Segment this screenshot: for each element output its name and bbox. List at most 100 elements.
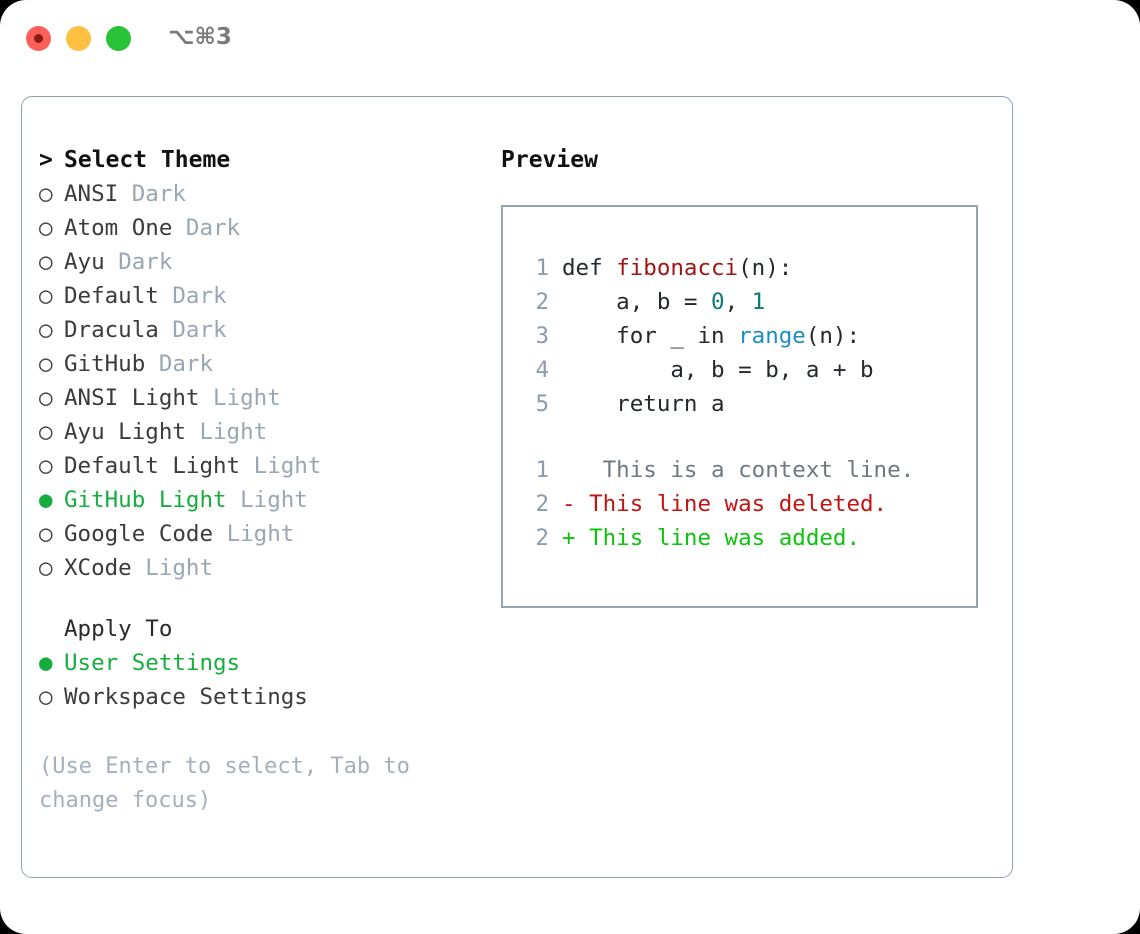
radio-unselected-icon: ○ [39,215,53,241]
code-token: fibonacci [616,255,739,281]
apply-to-option-list[interactable]: ● User Settings ○ Workspace Settings [39,650,509,718]
theme-option-label: GitHub Light [64,487,241,513]
diff-line-add: 2 + This line was added. [503,525,976,559]
code-line: 2 a, b = 0, 1 [503,289,976,323]
theme-option-ansi[interactable]: ○ ANSI Dark [39,181,509,215]
theme-option-kind: Light [253,453,322,479]
diff-line-del: 2 - This line was deleted. [503,491,976,525]
diff-line-text: This is a context line. [562,457,915,483]
title-bar: ⌥⌘3 [0,0,1140,78]
theme-option-kind: Light [226,521,295,547]
code-token: range [738,323,806,349]
theme-option-xcode[interactable]: ○ XCode Light [39,555,509,589]
radio-unselected-icon: ○ [39,283,53,309]
code-line-number: 2 [535,289,549,315]
theme-option-kind: Light [240,487,308,513]
theme-option-kind: Dark [131,181,186,207]
close-window-button[interactable] [26,26,51,51]
apply-to-title: Apply To [64,616,173,642]
code-token: , [724,289,752,315]
code-token: 0 [711,289,725,315]
theme-option-github[interactable]: ○GitHub Dark [39,351,509,385]
apply-to-option-label: Workspace Settings [64,684,308,710]
theme-option-label: Default Light [64,453,254,479]
code-token: a, b = b, a + b [562,357,874,383]
code-token: def [562,255,617,281]
radio-unselected-icon: ○ [39,317,53,343]
theme-option-kind: Dark [185,215,241,241]
theme-picker-panel: >Select Theme ○ANSI Dark○Atom One Dark○A… [21,96,1013,878]
theme-option-ayu[interactable]: ○Ayu Dark [39,249,509,283]
theme-option-kind: Light [145,555,214,581]
theme-option-label: ANSI Light [64,385,214,411]
theme-option-default[interactable]: ○ Default Dark [39,283,509,317]
close-icon [34,34,43,43]
radio-unselected-icon: ○ [39,684,53,710]
code-token: (n): [738,255,793,281]
apply-to-option-label: User Settings [64,650,241,676]
preview-gap [503,425,976,457]
theme-option-label: GitHub [64,351,159,377]
theme-option-label: Google Code [64,521,227,547]
radio-unselected-icon: ○ [39,385,53,411]
theme-option-kind: Dark [172,317,227,343]
theme-option-dracula[interactable]: ○ Dracula Dark [39,317,509,351]
code-line-number: 3 [535,323,549,349]
code-line-text: for _ in range(n): [562,323,860,349]
theme-option-label: Dracula [64,317,173,343]
apply-to-header: Apply To [39,616,509,650]
diff-line-number: 2 [535,491,549,517]
code-line-number: 5 [535,391,549,417]
theme-option-label: Default [64,283,173,309]
theme-option-ayu-light[interactable]: ○Ayu Light Light [39,419,509,453]
theme-option-google-code[interactable]: ○Google Code Light [39,521,509,555]
radio-unselected-icon: ○ [39,249,53,275]
radio-selected-icon: ● [39,650,53,676]
theme-option-github-light[interactable]: ● GitHub Light Light [39,487,509,521]
diff-line-text: - This line was deleted. [562,491,888,517]
prompt-caret-icon: > [39,147,53,173]
theme-option-default-light[interactable]: ○Default Light Light [39,453,509,487]
code-line: 1 def fibonacci(n): [503,255,976,289]
code-token: for _ in [562,323,739,349]
theme-option-label: Ayu [64,249,119,275]
radio-unselected-icon: ○ [39,555,53,581]
code-line-number: 4 [535,357,549,383]
code-line-text: def fibonacci(n): [562,255,792,281]
code-token: 1 [751,289,766,315]
diff-line-number: 2 [535,525,549,551]
theme-option-kind: Dark [172,283,227,309]
minimize-window-button[interactable] [66,26,91,51]
diff-line-text: + This line was added. [562,525,861,551]
theme-option-kind: Light [199,419,268,445]
code-line-number: 1 [535,255,549,281]
theme-option-atom-one[interactable]: ○ Atom One Dark [39,215,509,249]
theme-option-ansi-light[interactable]: ○ ANSI Light Light [39,385,509,419]
theme-option-label: ANSI [64,181,132,207]
radio-unselected-icon: ○ [39,351,53,377]
code-line: 4 a, b = b, a + b [503,357,976,391]
code-line-text: a, b = b, a + b [562,357,874,383]
theme-option-label: XCode [64,555,146,581]
diff-line-context: 1 This is a context line. [503,457,976,491]
radio-selected-icon: ● [39,487,53,513]
theme-option-list[interactable]: ○ANSI Dark○Atom One Dark○Ayu Dark○Defaul… [39,181,509,589]
radio-unselected-icon: ○ [39,181,53,207]
code-line: 5 return a [503,391,976,425]
select-theme-title: Select Theme [64,147,231,173]
apply-to-option-workspace-settings[interactable]: ○ Workspace Settings [39,684,509,718]
code-token: return a [562,391,725,417]
select-theme-header: > Select Theme [39,147,509,181]
keyboard-shortcut-label: ⌥⌘3 [168,24,232,50]
apply-to-option-user-settings[interactable]: ● User Settings [39,650,509,684]
code-line: 3 for _ in range(n): [503,323,976,357]
diff-sample: 1 This is a context line.2- This line wa… [503,457,976,559]
maximize-window-button[interactable] [106,26,131,51]
theme-option-kind: Light [213,385,281,411]
theme-option-label: Atom One [64,215,186,241]
code-token: a, b = [562,289,712,315]
